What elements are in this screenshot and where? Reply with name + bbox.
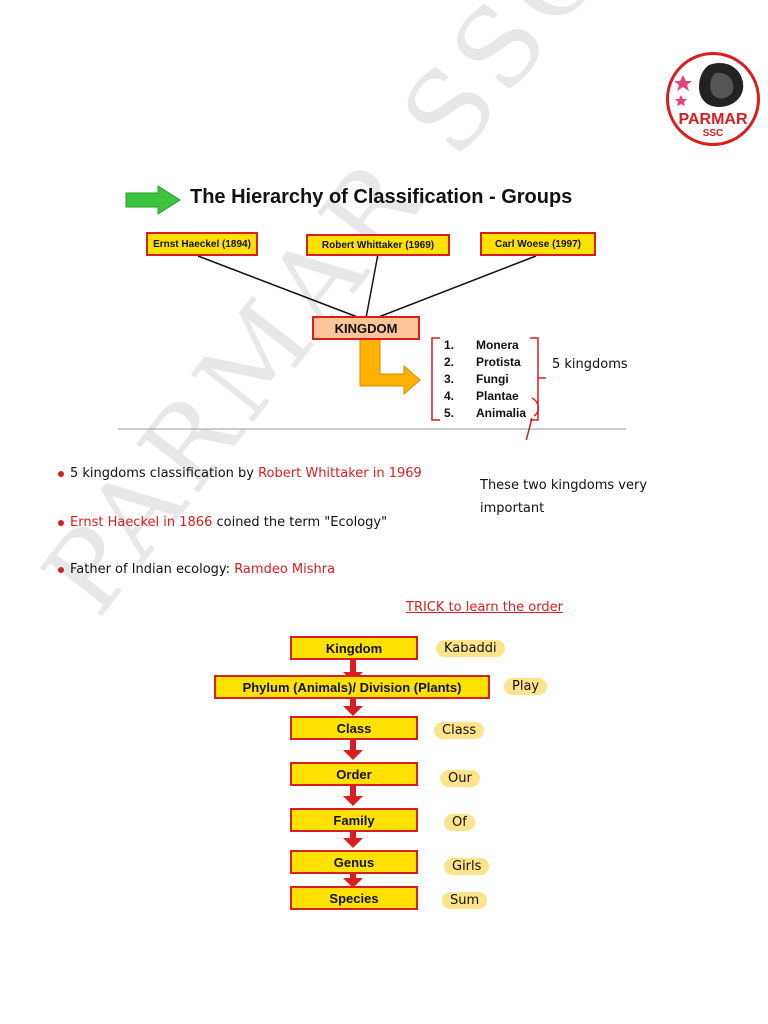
rank-box-species: Species: [290, 886, 418, 910]
five-kingdoms-label: 5 kingdoms: [552, 357, 628, 372]
logo-sub: SSC: [702, 128, 724, 139]
list-item: 2.Protista: [444, 355, 521, 369]
scientist-box-woese: Carl Woese (1997): [480, 232, 596, 256]
rank-box-kingdom: Kingdom: [290, 636, 418, 660]
kingdom-list: 1.Monera 2.Protista 3.Fungi 4.Plantae 5.…: [444, 337, 526, 422]
orange-arrow-icon: [359, 337, 421, 396]
bullet-item: 5 kingdoms classification by Robert Whit…: [58, 466, 422, 481]
trick-word: Sum: [442, 892, 488, 909]
trick-word: Class: [434, 722, 485, 739]
rank-box-family: Family: [290, 808, 418, 832]
trick-word: Our: [440, 770, 480, 787]
list-item: 3.Fungi: [444, 372, 509, 386]
bullet-item: Ernst Haeckel in 1866 coined the term "E…: [58, 515, 387, 530]
rank-box-order: Order: [290, 762, 418, 786]
rank-box-genus: Genus: [290, 850, 418, 874]
logo-name: PARMAR: [678, 111, 748, 128]
scientist-box-haeckel: Ernst Haeckel (1894): [146, 232, 258, 256]
rank-box-phylum: Phylum (Animals)/ Division (Plants): [214, 675, 490, 699]
trick-word: Girls: [444, 858, 490, 875]
rank-box-class: Class: [290, 716, 418, 740]
logo: PARMAR SSC: [666, 52, 760, 146]
list-item: 5.Animalia: [444, 406, 527, 420]
trick-word: Of: [444, 814, 475, 831]
kingdom-box: KINGDOM: [312, 316, 420, 340]
connector-lines: [118, 253, 626, 440]
green-arrow-icon: [125, 185, 181, 215]
important-note: These two kingdoms very important: [480, 478, 648, 516]
list-item: 1.Monera: [444, 338, 519, 352]
list-item: 4.Plantae: [444, 389, 519, 403]
page-title: The Hierarchy of Classification - Groups: [190, 186, 573, 208]
trick-word: Play: [504, 678, 548, 695]
trick-word: Kabaddi: [436, 640, 505, 657]
scientist-box-whittaker: Robert Whittaker (1969): [306, 234, 450, 256]
bullet-item: Father of Indian ecology: Ramdeo Mishra: [58, 562, 335, 577]
lion-icon: [674, 63, 744, 107]
trick-title: TRICK to learn the order: [406, 600, 563, 615]
